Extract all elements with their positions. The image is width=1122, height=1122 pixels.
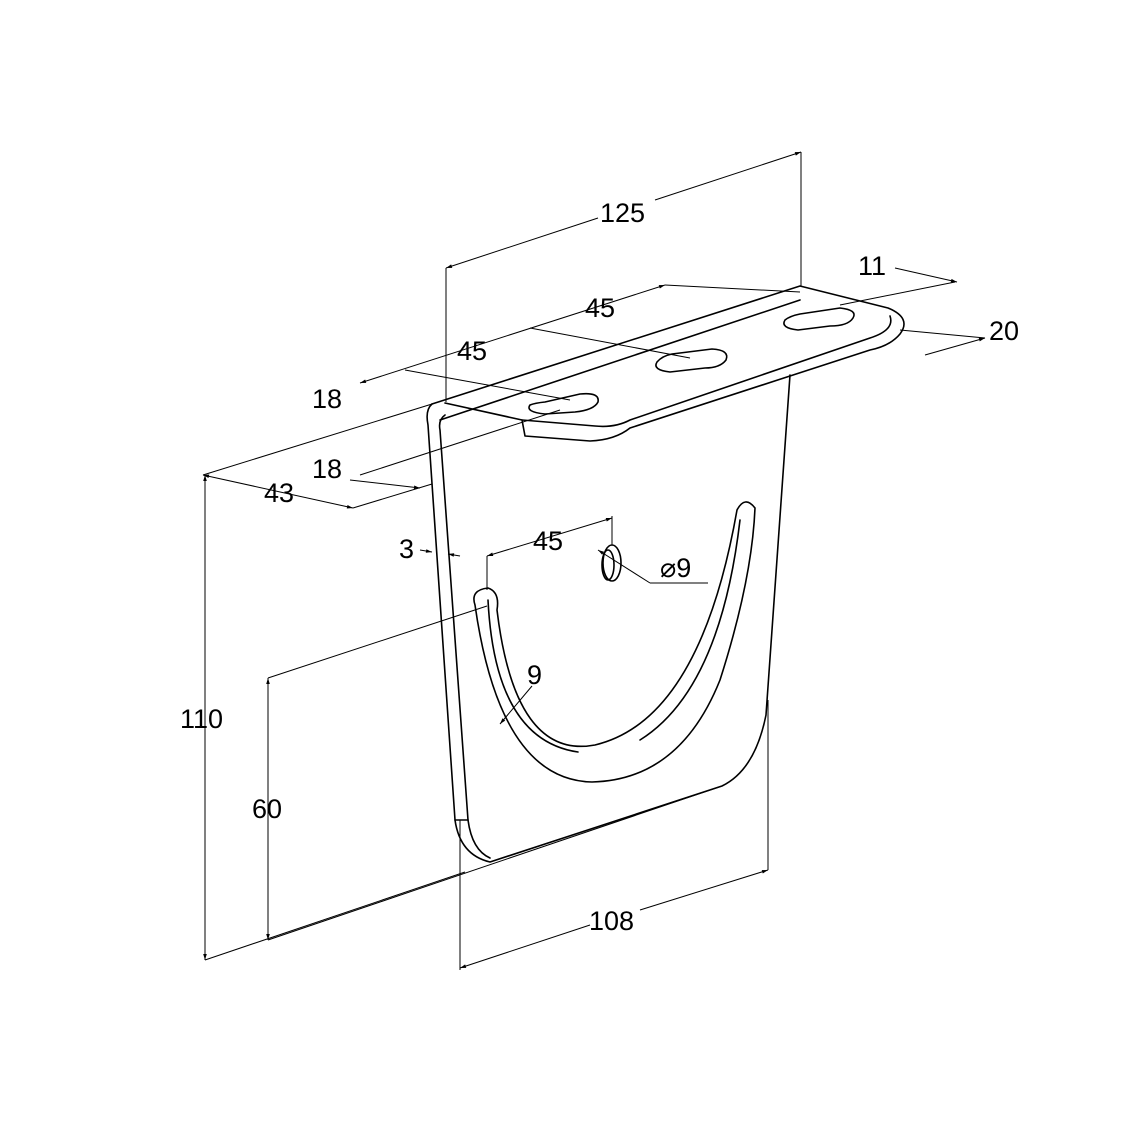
dim-9: 9 [527, 660, 542, 690]
dim-20: 20 [989, 316, 1019, 346]
dim-18-b: 18 [312, 454, 342, 484]
dim-45-b: 45 [585, 293, 615, 323]
dim-125: 125 [600, 198, 645, 228]
dim-60: 60 [252, 794, 282, 824]
top-plate-front-edge [521, 315, 892, 428]
dim-3: 3 [399, 534, 414, 564]
top-plate-back-edge [439, 299, 801, 421]
dim-45-hole: 45 [533, 526, 563, 556]
top-plate-outline [431, 285, 905, 442]
dim-11: 11 [858, 251, 886, 281]
dim-18-a: 18 [312, 384, 342, 414]
vertical-plate-inner [438, 414, 491, 859]
slot-left [528, 392, 599, 415]
dim-108: 108 [589, 906, 634, 936]
dim-45-a: 45 [457, 336, 487, 366]
dim-diameter-9: ⌀9 [660, 553, 691, 583]
slot-right [783, 307, 855, 331]
dimension-lines [202, 151, 986, 970]
vertical-plate-outer [426, 374, 791, 863]
dim-110: 110 [180, 704, 223, 734]
dim-43: 43 [264, 478, 294, 508]
slot-middle [655, 348, 728, 373]
u-slot-outer [473, 501, 756, 783]
